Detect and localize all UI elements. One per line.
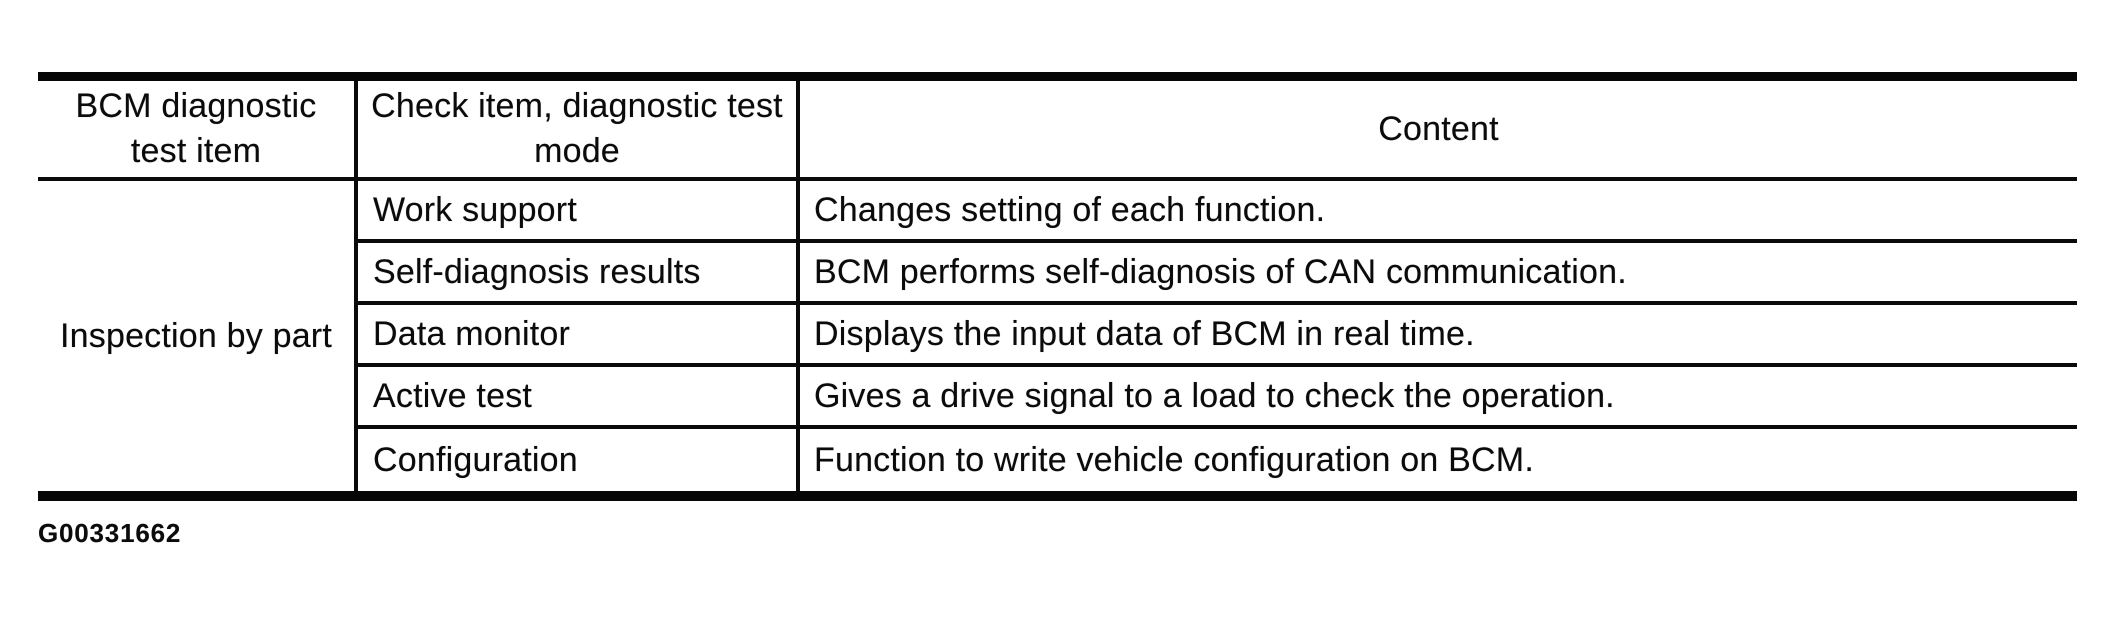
cell-content-self-diagnosis-results: BCM performs self-diagnosis of CAN commu… [800,243,2077,305]
cell-mode-configuration: Configuration [358,429,800,491]
cell-content-configuration: Function to write vehicle configuration … [814,440,1534,479]
cell-mode-data-monitor: Data monitor [358,305,800,367]
cell-content-active-test: Gives a drive signal to a load to check … [800,367,2077,429]
column-header-content: Content [800,81,2077,181]
bcm-diagnostic-table: BCM diagnostic test item Check item, dia… [38,72,2077,501]
cell-inspection-by-part: Inspection by part [38,181,358,491]
figure-id: G00331662 [38,518,182,548]
cell-mode-active-test: Active test [358,367,800,429]
cell-content-work-support: Changes setting of each function. [800,181,2077,243]
cell-content-data-monitor: Displays the input data of BCM in real t… [800,305,2077,367]
column-header-bcm-diagnostic-test-item: BCM diagnostic test item [38,81,358,181]
cell-mode-self-diagnosis-results: Self-diagnosis results [358,243,800,305]
cell-mode-work-support: Work support [358,181,800,243]
column-header-check-item-diagnostic-test-mode: Check item, diagnostic test mode [358,81,800,181]
